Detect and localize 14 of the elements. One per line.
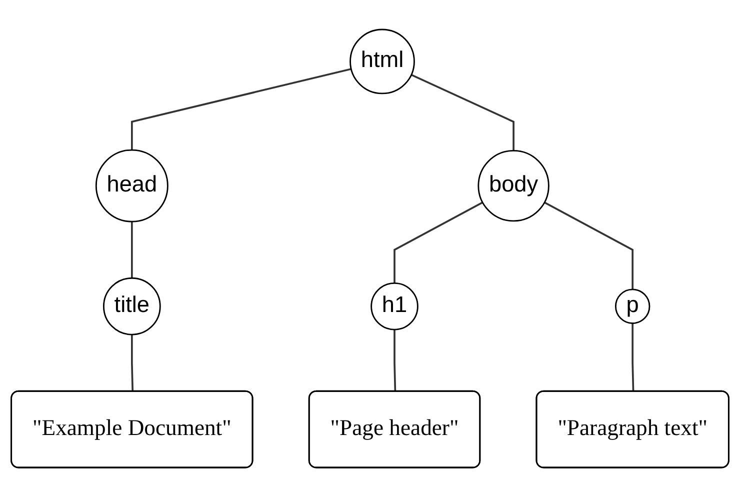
node-circle: title bbox=[103, 277, 161, 336]
node-circle: html bbox=[350, 28, 415, 94]
connector bbox=[131, 68, 352, 150]
connector bbox=[394, 330, 396, 392]
node-circle: body bbox=[478, 150, 550, 222]
node-circle: h1 bbox=[370, 282, 418, 330]
connector bbox=[394, 202, 484, 284]
connector bbox=[544, 202, 634, 290]
connector bbox=[131, 334, 134, 392]
node-circle: p bbox=[614, 288, 650, 324]
connector bbox=[632, 323, 634, 392]
node-circle: head bbox=[95, 149, 168, 222]
connector bbox=[131, 222, 133, 278]
connector bbox=[410, 74, 514, 151]
